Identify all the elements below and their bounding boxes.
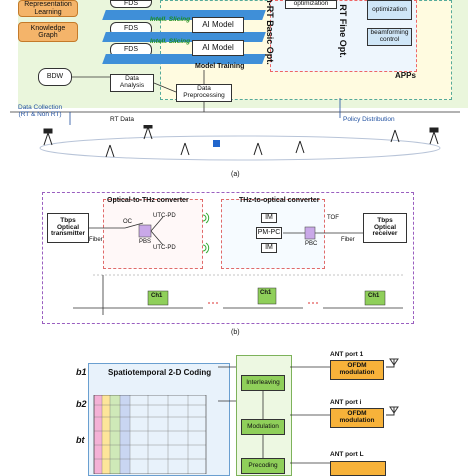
tower-icon-8 — [429, 127, 439, 145]
model-training-label: Model Training — [195, 63, 245, 70]
utc-pd-label: UTC-PD — [153, 213, 176, 219]
rt-data-label: RT Data — [110, 116, 134, 123]
caption-a: (a) — [231, 171, 240, 178]
panel-b-optics — [73, 212, 403, 315]
ant-port-l-label: ANT port L — [330, 451, 364, 458]
ai-model-box-2: AI Model — [192, 40, 244, 56]
utc-pd2-label: UTC-PD — [153, 245, 176, 251]
ch1-block-2 — [257, 287, 277, 305]
apps-label: APPs — [395, 71, 416, 80]
fiber-left-label: Fiber — [89, 237, 103, 243]
ant-port-1-label: ANT port 1 — [330, 351, 364, 358]
pbs-label: PBS — [139, 239, 152, 245]
input-b1: b1 — [76, 367, 87, 377]
antenna-icon-i — [386, 406, 399, 416]
ofdm-box-i: OFDM modulation — [330, 408, 384, 428]
fds-box-1: FDS — [110, 0, 152, 8]
tower-icon-3 — [143, 125, 153, 140]
device-icon — [213, 140, 220, 147]
ai-model-box-1: AI Model — [192, 17, 244, 33]
thz-wave-icon-2 — [202, 242, 210, 254]
input-bt: bt — [76, 435, 85, 445]
tower-icon-6 — [295, 140, 305, 154]
interleaving-box: Interleaving — [241, 375, 285, 391]
ofdm-box-1: OFDM modulation — [330, 360, 384, 380]
bdw-box: BDW — [38, 68, 72, 86]
panel-c: Spatiotemporal 2-D Coding b1 b2 bt Inter… — [0, 351, 474, 476]
tower-icon-4 — [180, 142, 190, 156]
t2o-title: THz-to-optical converter — [239, 197, 320, 204]
oc-label: OC — [123, 219, 132, 225]
tbps-receiver-box: Tbps Optical receiver — [363, 213, 407, 243]
tower-icon-1 — [43, 128, 53, 146]
panel-c-connectors — [218, 358, 399, 464]
coding-title: Spatiotemporal 2-D Coding — [108, 368, 212, 377]
ch1-block-3 — [364, 290, 386, 306]
tower-icon-5 — [253, 142, 263, 156]
pbc-label: PBC — [305, 241, 318, 247]
tbps-transmitter-box: Tbps Optical transmitter — [47, 213, 89, 243]
ant-port-i-label: ANT port i — [330, 399, 362, 406]
ch1-block-1 — [147, 290, 169, 306]
modulation-box: Modulation — [241, 419, 285, 435]
knowledge-graph-box: Knowledge Graph — [18, 22, 78, 42]
optimization-box: optimization — [285, 0, 337, 9]
policy-distribution-label: Policy Distribution — [343, 116, 395, 123]
o2t-title: Optical-to-THz converter — [107, 197, 189, 204]
panel-a-connectors — [10, 70, 460, 161]
intell-slicing-label-1: Intell. Slicing — [150, 16, 191, 23]
panel-b: Optical-to-THz converter THz-to-optical … — [42, 192, 414, 324]
im-box-1: IM — [261, 213, 277, 223]
data-analysis-box: Data Analysis — [110, 74, 154, 92]
coding-grid — [93, 395, 207, 474]
pm-pc-box: PM-PC — [256, 227, 282, 239]
beamforming-box: beamforming control — [367, 28, 412, 46]
pbs-icon — [138, 224, 152, 238]
tof-label: TOF — [327, 215, 339, 221]
data-preprocessing-box: Data Preprocessing — [176, 84, 232, 102]
antenna-icon-1 — [386, 358, 399, 368]
ch1-label-1: Ch1 — [151, 293, 163, 299]
tower-icon-2 — [105, 144, 115, 158]
tower-icon-7 — [390, 129, 400, 143]
intell-slicing-label-2: Intell. Slicing — [150, 38, 191, 45]
panel-a: Representation Learning Knowledge Graph … — [0, 0, 474, 178]
input-b2: b2 — [76, 399, 87, 409]
caption-b: (b) — [231, 329, 240, 336]
ch1-label-2: Ch1 — [260, 290, 272, 296]
ch1-label-3: Ch1 — [368, 293, 380, 299]
thz-wave-icon-1 — [202, 212, 210, 224]
data-collection-label: Data Collection (RT & Non RT) — [18, 104, 63, 118]
im-box-2: IM — [261, 243, 277, 253]
pbc-icon — [304, 226, 316, 240]
o2t-region — [103, 199, 203, 269]
representation-learning-box: Representation Learning — [18, 0, 78, 17]
optimization-box-2: optimization — [367, 0, 412, 20]
tower-row — [43, 125, 439, 158]
fiber-right-label: Fiber — [341, 237, 355, 243]
